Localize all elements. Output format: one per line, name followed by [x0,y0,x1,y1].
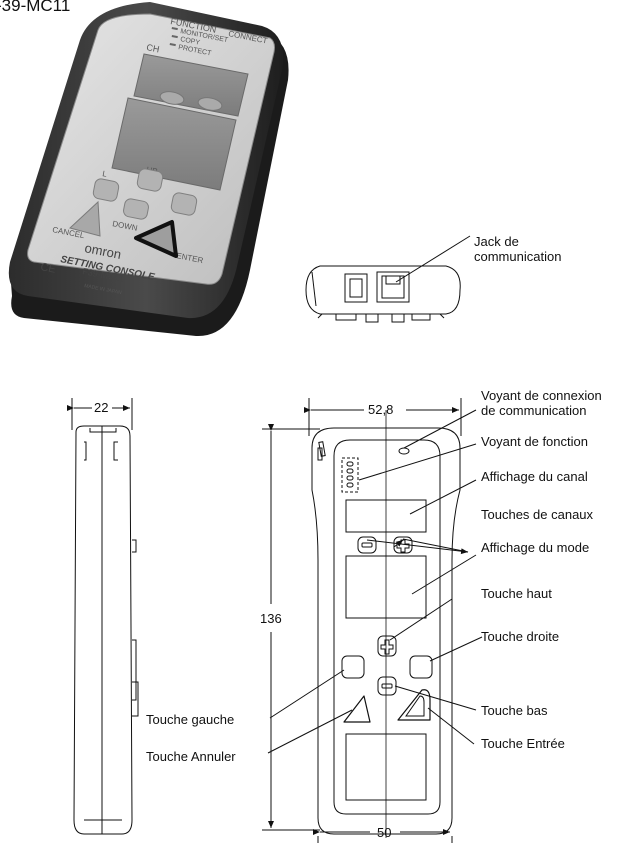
label-comm-led-line2: de communication [481,403,587,418]
front-view-drawing [262,398,462,843]
led-indicator-icon [171,27,178,31]
label-function-led: Voyant de fonction [481,434,588,449]
photo-up-key [136,168,164,192]
label-jack-line1: Jack de [474,234,519,249]
led-indicator-icon [171,34,178,39]
photo-key-l-label: L [102,169,109,179]
jack-leader-line [395,235,471,283]
photo-channel-key-plus [197,97,223,111]
label-up-key: Touche haut [481,586,552,601]
dim-front-width-bottom: 50 [377,825,391,840]
label-channel-keys: Touches de canaux [481,507,594,522]
top-cut-title: -39-MC11 [0,0,70,15]
led-indicator-icon [169,43,176,47]
photo-right-key [170,192,198,216]
dim-front-height: 136 [260,611,282,626]
photo-cancel-key [68,200,101,237]
label-left-key: Touche gauche [146,712,234,727]
dim-side-width: 22 [94,400,108,415]
photo-mode-display [111,97,237,191]
label-enter-key: Touche Entrée [481,736,565,751]
photo-left-key [92,178,120,202]
label-right-key: Touche droite [481,629,559,644]
label-channel-display: Affichage du canal [481,469,588,484]
dim-front-width-top: 52,8 [368,402,393,417]
leader-arrow-plus [393,539,404,548]
panel-ch-text: CH [146,42,161,54]
photo-channel-key-minus [159,91,185,105]
photo-enter-key [134,220,178,258]
label-mode-display: Affichage du mode [481,540,589,555]
photo-down-key [123,198,149,220]
panel-copy-text: COPY [180,36,201,47]
top-view-drawing [305,265,461,323]
photo-ce-mark: CE [39,261,56,276]
leader-lines [267,409,483,754]
label-jack-line2: communication [474,249,561,264]
device-photo: FUNCTION CONNECT MONITOR/SET COPY PROTEC… [8,2,289,337]
label-down-key: Touche bas [481,703,548,718]
label-cancel-key: Touche Annuler [146,749,236,764]
label-comm-led-line1: Voyant de connexion [481,388,602,403]
photo-brand-text: omron [83,240,122,262]
side-view-drawing [67,398,139,835]
